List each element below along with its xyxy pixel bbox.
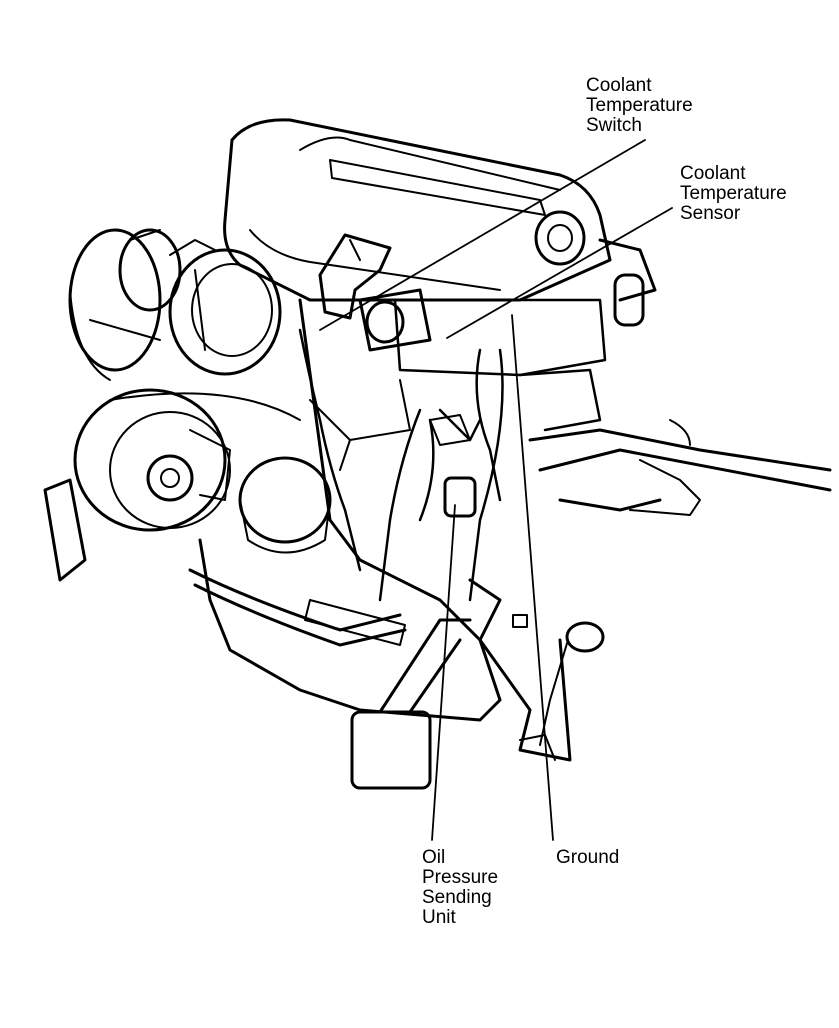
wiring-harness bbox=[298, 328, 504, 602]
label-coolant-temperature-switch: Coolant Temperature Switch bbox=[586, 76, 693, 136]
label-line: Pressure bbox=[422, 867, 499, 888]
lift-bracket bbox=[318, 233, 392, 320]
ac-compressor bbox=[43, 388, 301, 582]
valve-cover bbox=[223, 118, 612, 302]
label-oil-pressure-sending-unit: Oil Pressure Sending Unit bbox=[422, 848, 498, 928]
leader-ground bbox=[511, 314, 554, 841]
oil-pressure-sender bbox=[429, 414, 477, 518]
engine-block bbox=[198, 298, 607, 722]
leader-coolant-sensor bbox=[446, 207, 673, 339]
label-line: Sending bbox=[422, 887, 492, 908]
label-line: Temperature bbox=[680, 183, 787, 204]
leader-oil-pressure bbox=[431, 504, 456, 841]
cam-boss bbox=[534, 210, 586, 266]
thermostat-housing bbox=[358, 288, 432, 352]
leader-coolant-switch bbox=[319, 139, 646, 331]
transaxle-flange bbox=[528, 238, 832, 516]
alternator bbox=[68, 228, 162, 381]
motor-mount bbox=[350, 578, 605, 790]
oil-filter bbox=[238, 456, 332, 554]
label-line: Coolant bbox=[680, 163, 746, 184]
label-line: Sensor bbox=[680, 203, 741, 224]
leader-lines bbox=[319, 139, 673, 841]
ac-hose bbox=[188, 568, 407, 647]
label-line: Unit bbox=[422, 907, 456, 928]
label-line: Oil bbox=[422, 847, 446, 868]
label-line: Switch bbox=[586, 115, 642, 136]
label-line: Coolant bbox=[586, 75, 652, 96]
label-coolant-temperature-sensor: Coolant Temperature Sensor bbox=[680, 164, 787, 224]
label-line: Temperature bbox=[586, 95, 693, 116]
label-ground: Ground bbox=[556, 847, 620, 868]
